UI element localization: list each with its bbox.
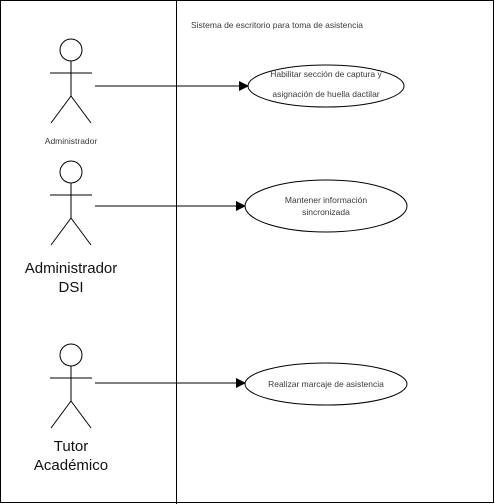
actor-administrador-dsi-label: Administrador DSI [6, 259, 136, 297]
actor-tutor-academico-label: Tutor Académico [6, 437, 136, 475]
use-case-1-label: Habilitar sección de captura y asignació… [246, 64, 406, 104]
actor-tutor-academico-label-line-1: Tutor [53, 438, 89, 455]
use-case-3-label-line-1: Realizar marcaje de asistencia [268, 379, 384, 389]
use-case-2-label: Mantener información sincronizada [246, 194, 406, 218]
actor-administrador-dsi-label-line-2: DSI [58, 279, 84, 296]
actor-administrador-figure[interactable] [50, 38, 92, 124]
use-case-2-label-line-1: Mantener información [284, 195, 368, 205]
actor-administrador-label: Administrador [44, 136, 98, 146]
system-title: Sistema de escritorio para toma de asist… [191, 20, 363, 30]
use-case-3-label: Realizar marcaje de asistencia [246, 378, 406, 390]
actor-administrador-dsi-figure[interactable] [50, 160, 92, 246]
actor-tutor-academico-label-line-2: Académico [33, 457, 109, 474]
use-case-1-ellipse[interactable] [247, 64, 405, 108]
use-case-3-ellipse[interactable] [244, 362, 408, 406]
actor-administrador-dsi-label-line-1: Administrador [24, 260, 118, 277]
use-case-2-ellipse[interactable] [244, 179, 408, 233]
actor-tutor-academico-figure[interactable] [50, 343, 92, 429]
use-case-1-label-line-1: Habilitar sección de captura y [270, 69, 382, 79]
use-case-1-label-line-2: asignación de huella dactilar [272, 89, 380, 99]
use-case-2-label-line-2: sincronizada [302, 207, 350, 217]
